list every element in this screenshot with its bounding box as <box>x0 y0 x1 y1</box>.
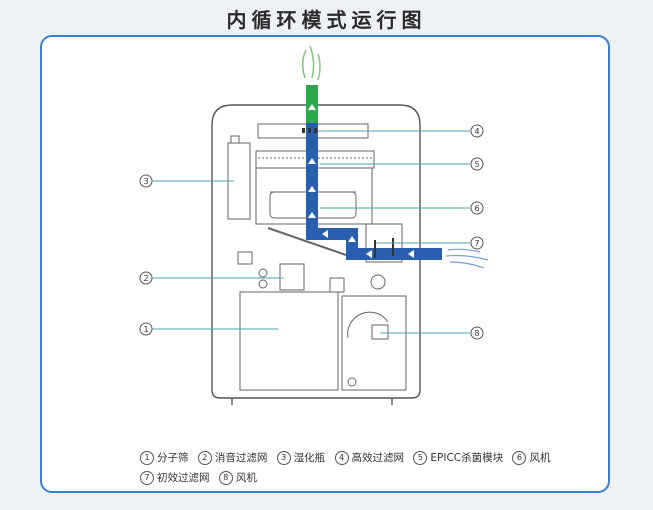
diagram-panel <box>40 35 610 493</box>
callout-5-number: 5 <box>474 160 479 169</box>
callout-4-number: 4 <box>474 127 479 136</box>
callout-7-number: 7 <box>474 239 479 248</box>
airflow-path <box>306 120 442 260</box>
callout-1: 1 <box>139 322 153 336</box>
callout-2: 2 <box>139 271 153 285</box>
legend-number: 5 <box>413 451 428 465</box>
callout-3-number: 3 <box>143 177 148 186</box>
bottom-wheel <box>347 377 357 387</box>
small-fan <box>370 274 386 290</box>
callout-6: 6 <box>470 201 484 215</box>
callout-8: 8 <box>470 326 484 340</box>
legend-label: 湿化瓶 <box>293 452 326 464</box>
arrow-up-4 <box>308 212 316 218</box>
arrow-up-3 <box>308 186 316 192</box>
separator-plate <box>267 227 347 256</box>
valve-knob-1 <box>258 268 268 278</box>
legend-label: 初效过滤网 <box>157 472 210 484</box>
legend-number: 4 <box>334 451 349 465</box>
valve-small <box>237 251 253 265</box>
arrow-up-1 <box>308 104 316 110</box>
right-compartment <box>341 295 407 391</box>
fan-8-box <box>371 324 389 340</box>
housing-outline <box>211 104 421 399</box>
valve-knob-2 <box>258 279 268 289</box>
intake-wisps <box>445 248 489 269</box>
valve-block <box>279 263 305 291</box>
machine-housing <box>211 104 421 405</box>
airflow-arrows <box>308 104 414 258</box>
legend-label: 消音过滤网 <box>214 452 268 464</box>
legend-number: 8 <box>218 471 233 485</box>
callout-1-number: 1 <box>143 325 148 334</box>
legend-number: 6 <box>512 451 527 465</box>
legend-label: 风机 <box>235 472 257 484</box>
exhaust-wisps <box>302 45 321 81</box>
legend-label: 风机 <box>529 452 551 464</box>
legend-number: 2 <box>197 451 212 465</box>
callout-6-number: 6 <box>474 204 479 213</box>
arrow-left-3 <box>408 250 414 258</box>
sieve-top <box>329 277 345 293</box>
callout-3: 3 <box>139 174 153 188</box>
legend-label: EPICC杀菌模块 <box>430 452 504 464</box>
callout-8-number: 8 <box>474 329 479 338</box>
legend-label: 分子筛 <box>157 452 189 464</box>
airflow-main <box>306 120 318 238</box>
arrow-up-5 <box>348 236 356 242</box>
callout-2-number: 2 <box>143 274 148 283</box>
callout-4: 4 <box>470 124 484 138</box>
airflow-mid <box>306 228 356 240</box>
arrow-left-2 <box>366 250 372 258</box>
fan-8-arc <box>347 311 389 339</box>
legend-number: 1 <box>140 451 154 465</box>
legend-number: 3 <box>276 451 291 465</box>
arrow-up-2 <box>308 158 316 164</box>
callout-markers: 1 2 3 4 5 6 7 8 <box>139 124 484 340</box>
filter-markers <box>302 128 394 258</box>
legend-label: 高效过滤网 <box>351 452 405 464</box>
humidifier-cap <box>230 135 240 144</box>
arrow-left-1 <box>322 230 328 238</box>
molecular-sieve <box>239 291 339 391</box>
callout-7: 7 <box>470 236 484 250</box>
callout-5: 5 <box>470 157 484 171</box>
callout-lines <box>152 130 470 334</box>
diagram-title: 内循环模式运行图 <box>226 8 427 32</box>
legend-number: 7 <box>140 471 154 485</box>
